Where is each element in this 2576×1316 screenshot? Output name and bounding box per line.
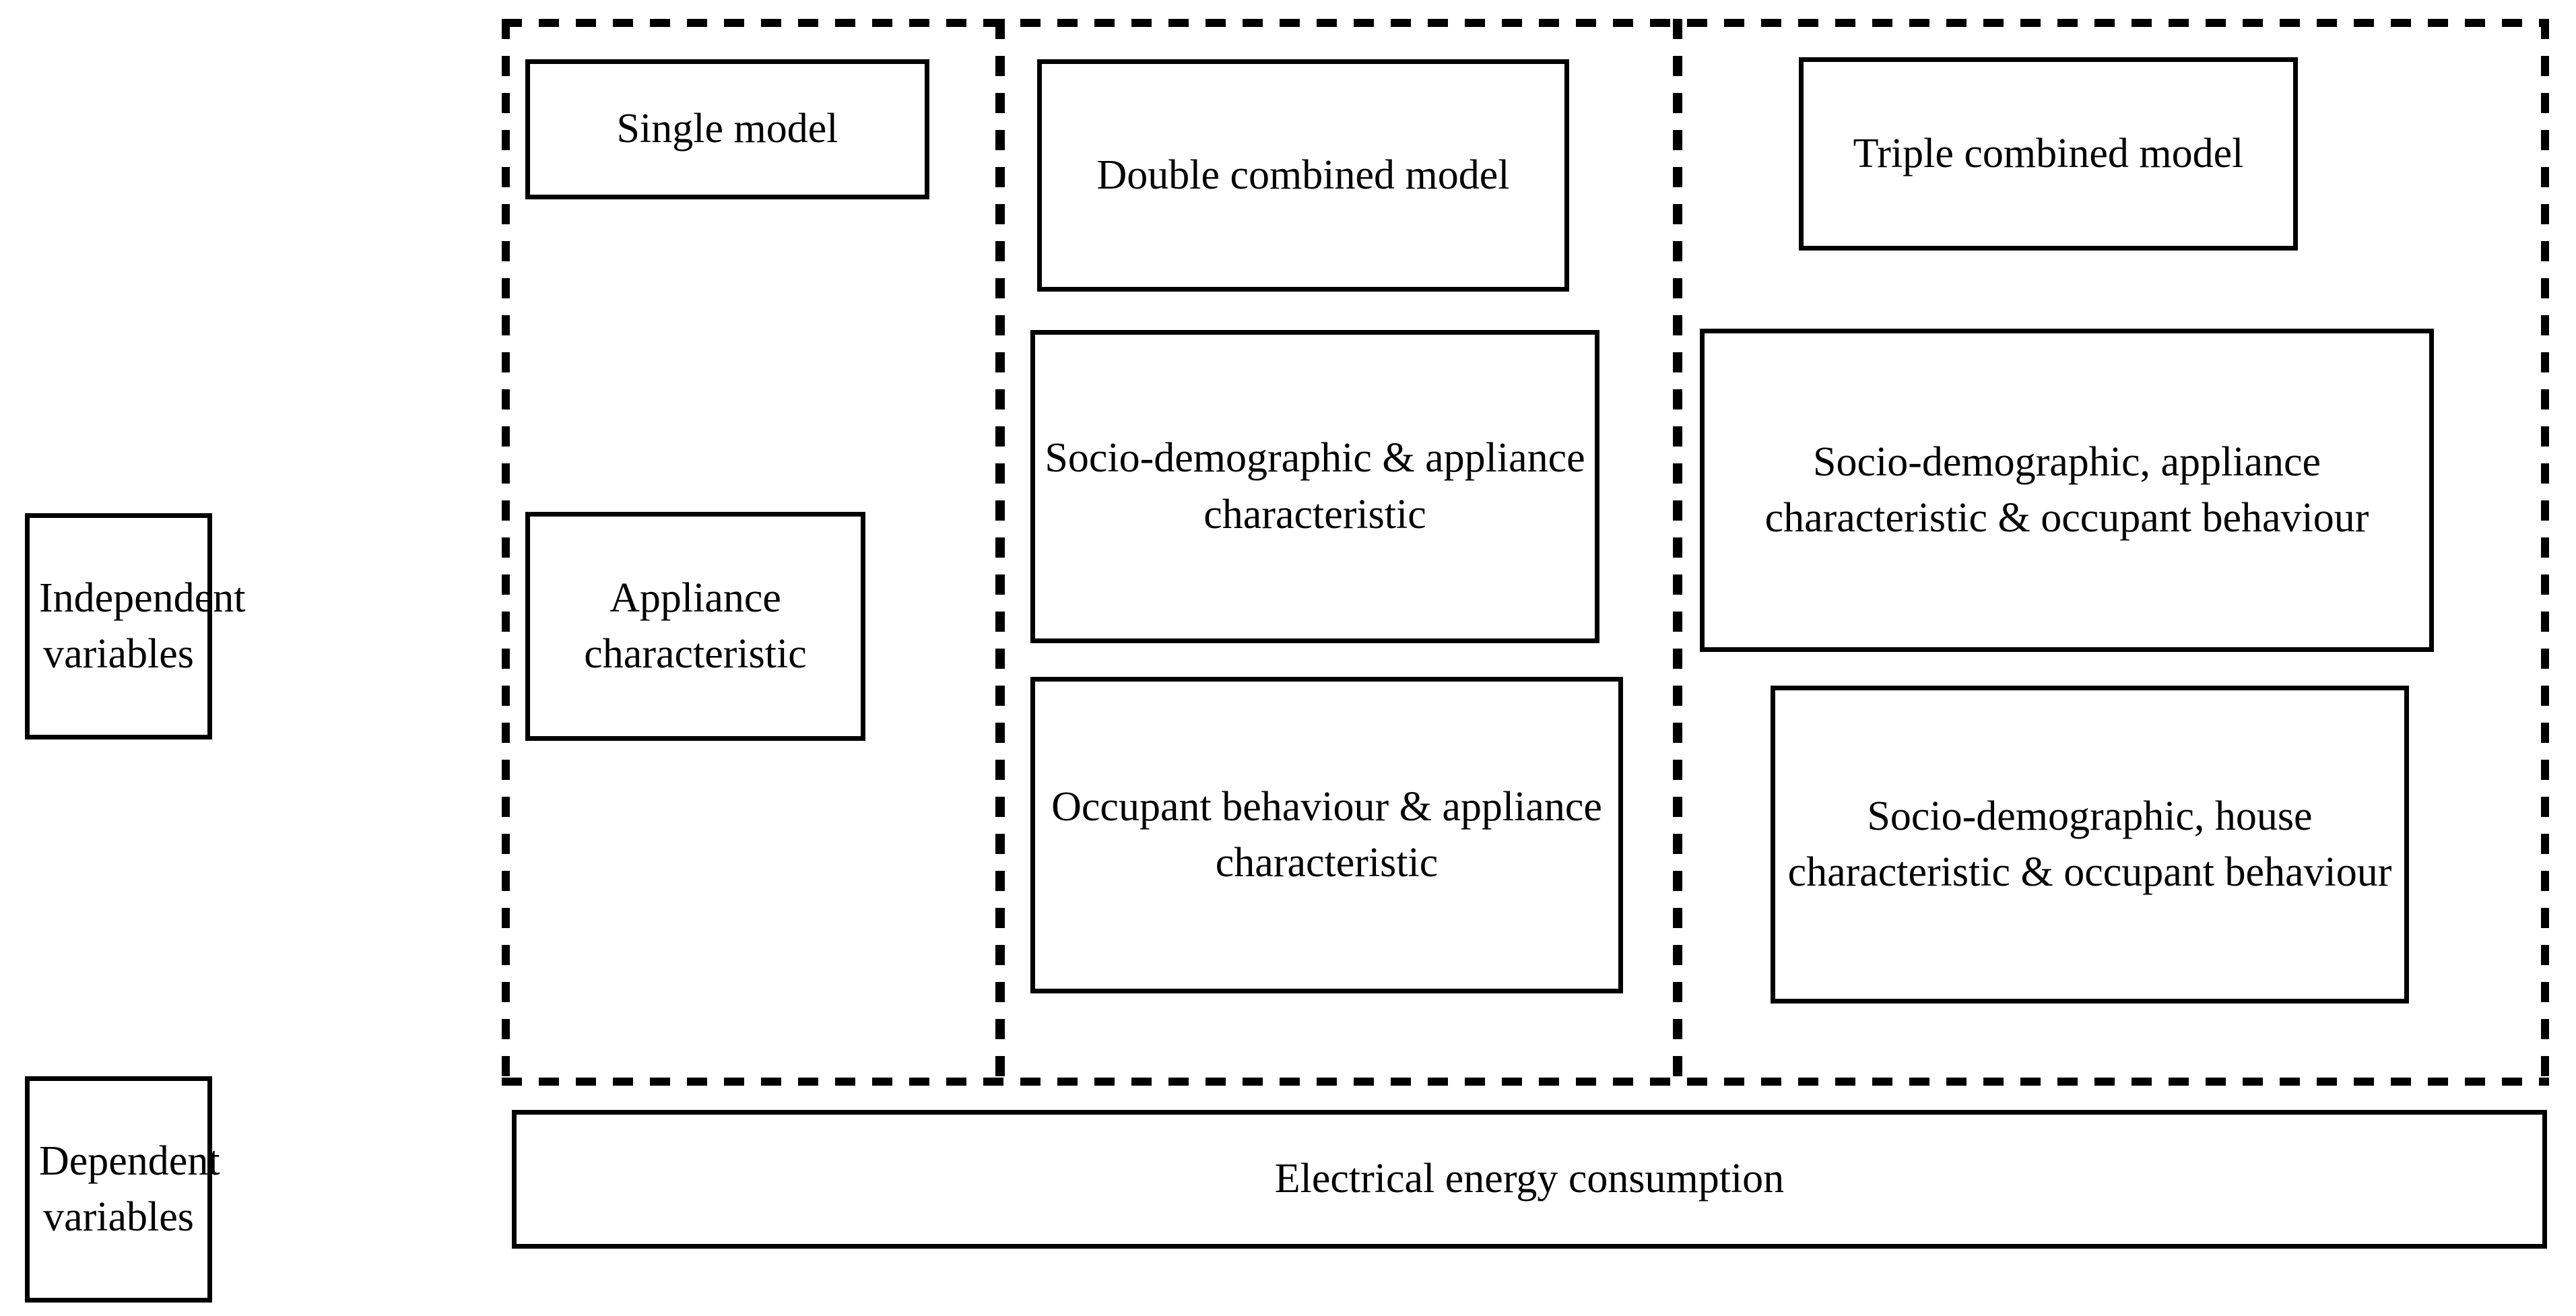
- model-groups-dashed-container: [502, 19, 2549, 1086]
- appliance-characteristic-box: Appliance characteristic: [525, 512, 865, 741]
- dashed-border-right: [2541, 19, 2549, 1086]
- appliance-characteristic-label: Appliance characteristic: [584, 574, 807, 677]
- independent-variables-label-box: Independent variables: [25, 513, 246, 739]
- double-combined-model-header-box: Double combined model: [1037, 59, 1569, 292]
- dashed-divider-double-triple: [1673, 19, 1682, 1086]
- dependent-variables-label-box: Dependent variables: [25, 1076, 220, 1303]
- occupant-behaviour-appliance-label: Occupant behaviour & appliance character…: [1051, 783, 1602, 886]
- dependent-variables-label: Dependent variables: [39, 1138, 220, 1240]
- single-model-header-box: Single model: [525, 59, 929, 199]
- independent-variables-label: Independent variables: [39, 574, 246, 677]
- single-model-label: Single model: [616, 106, 838, 152]
- triple-combined-model-label: Triple combined model: [1853, 130, 2244, 176]
- occupant-behaviour-appliance-box: Occupant behaviour & appliance character…: [1030, 677, 1623, 993]
- socio-demographic-appliance-box: Socio-demographic & appliance characteri…: [1030, 330, 1599, 643]
- socio-appliance-occupant-label: Socio-demographic, appliance characteris…: [1764, 438, 2369, 541]
- dashed-divider-single-double: [995, 19, 1005, 1086]
- socio-appliance-occupant-box: Socio-demographic, appliance characteris…: [1700, 329, 2434, 652]
- socio-house-occupant-box: Socio-demographic, house characteristic …: [1771, 686, 2409, 1004]
- double-combined-model-label: Double combined model: [1096, 152, 1510, 198]
- electrical-energy-consumption-label: Electrical energy consumption: [1274, 1156, 1785, 1202]
- dashed-border-left: [502, 19, 510, 1086]
- dashed-border-top: [502, 19, 2549, 27]
- dashed-border-bottom: [502, 1078, 2549, 1086]
- socio-house-occupant-label: Socio-demographic, house characteristic …: [1787, 793, 2392, 895]
- electrical-energy-consumption-box: Electrical energy consumption: [512, 1110, 2547, 1249]
- triple-combined-model-header-box: Triple combined model: [1799, 57, 2298, 251]
- socio-demographic-appliance-label: Socio-demographic & appliance characteri…: [1045, 435, 1585, 537]
